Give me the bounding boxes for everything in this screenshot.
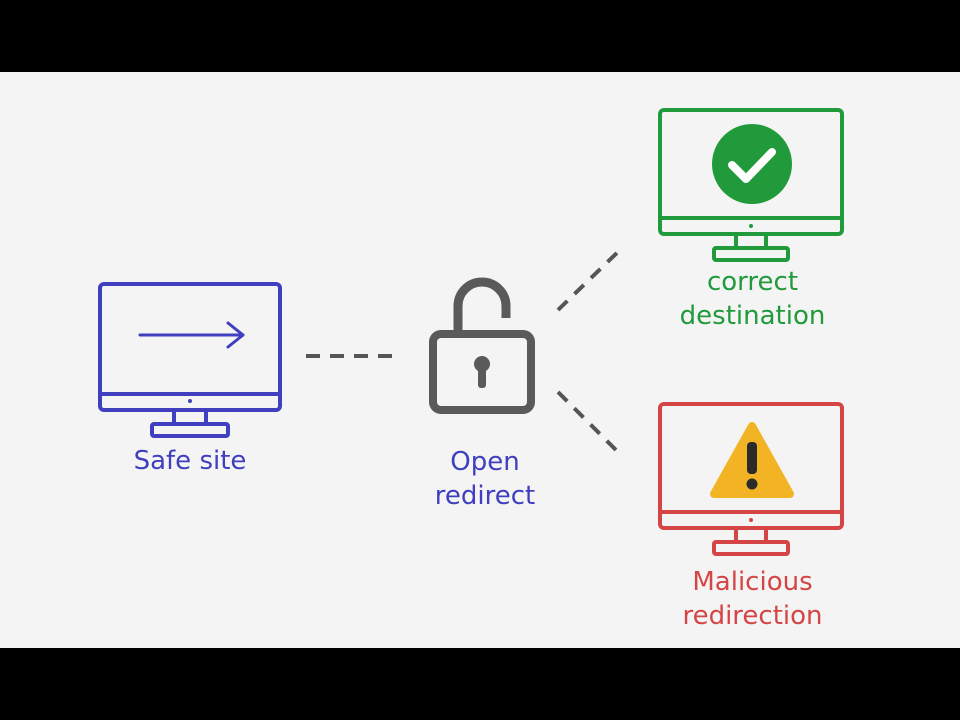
connector-redirect-to-correct <box>556 246 624 312</box>
correct-destination-label: correct destination <box>640 265 865 333</box>
correct-destination-monitor-icon <box>658 108 844 262</box>
safe-site-label: Safe site <box>90 444 290 478</box>
open-redirect-label-line2: redirect <box>434 481 536 511</box>
malicious-monitor-icon <box>658 402 844 556</box>
safe-site-label-text: Safe site <box>133 446 247 476</box>
arrow-right-icon <box>138 321 245 349</box>
checkmark-circle-icon <box>712 124 792 204</box>
safe-site-monitor-icon <box>98 282 282 438</box>
malicious-redirection-label: Malicious redirection <box>640 565 865 633</box>
connector-redirect-to-malicious <box>556 390 624 458</box>
open-redirect-label: Open redirect <box>385 445 585 513</box>
correct-destination-label-line1: correct <box>706 267 799 297</box>
unlocked-padlock-icon <box>429 277 535 414</box>
correct-destination-label-line2: destination <box>679 301 826 331</box>
bottom-letterbox-bar <box>0 648 960 720</box>
top-letterbox-bar <box>0 0 960 72</box>
open-redirect-label-line1: Open <box>450 447 520 477</box>
warning-triangle-icon <box>710 422 794 498</box>
malicious-redirection-label-line2: redirection <box>682 601 823 631</box>
malicious-redirection-label-line1: Malicious <box>692 567 813 597</box>
diagram-canvas: Safe site Open redirect correct destinat… <box>0 72 960 648</box>
diagram-svg <box>98 108 844 556</box>
